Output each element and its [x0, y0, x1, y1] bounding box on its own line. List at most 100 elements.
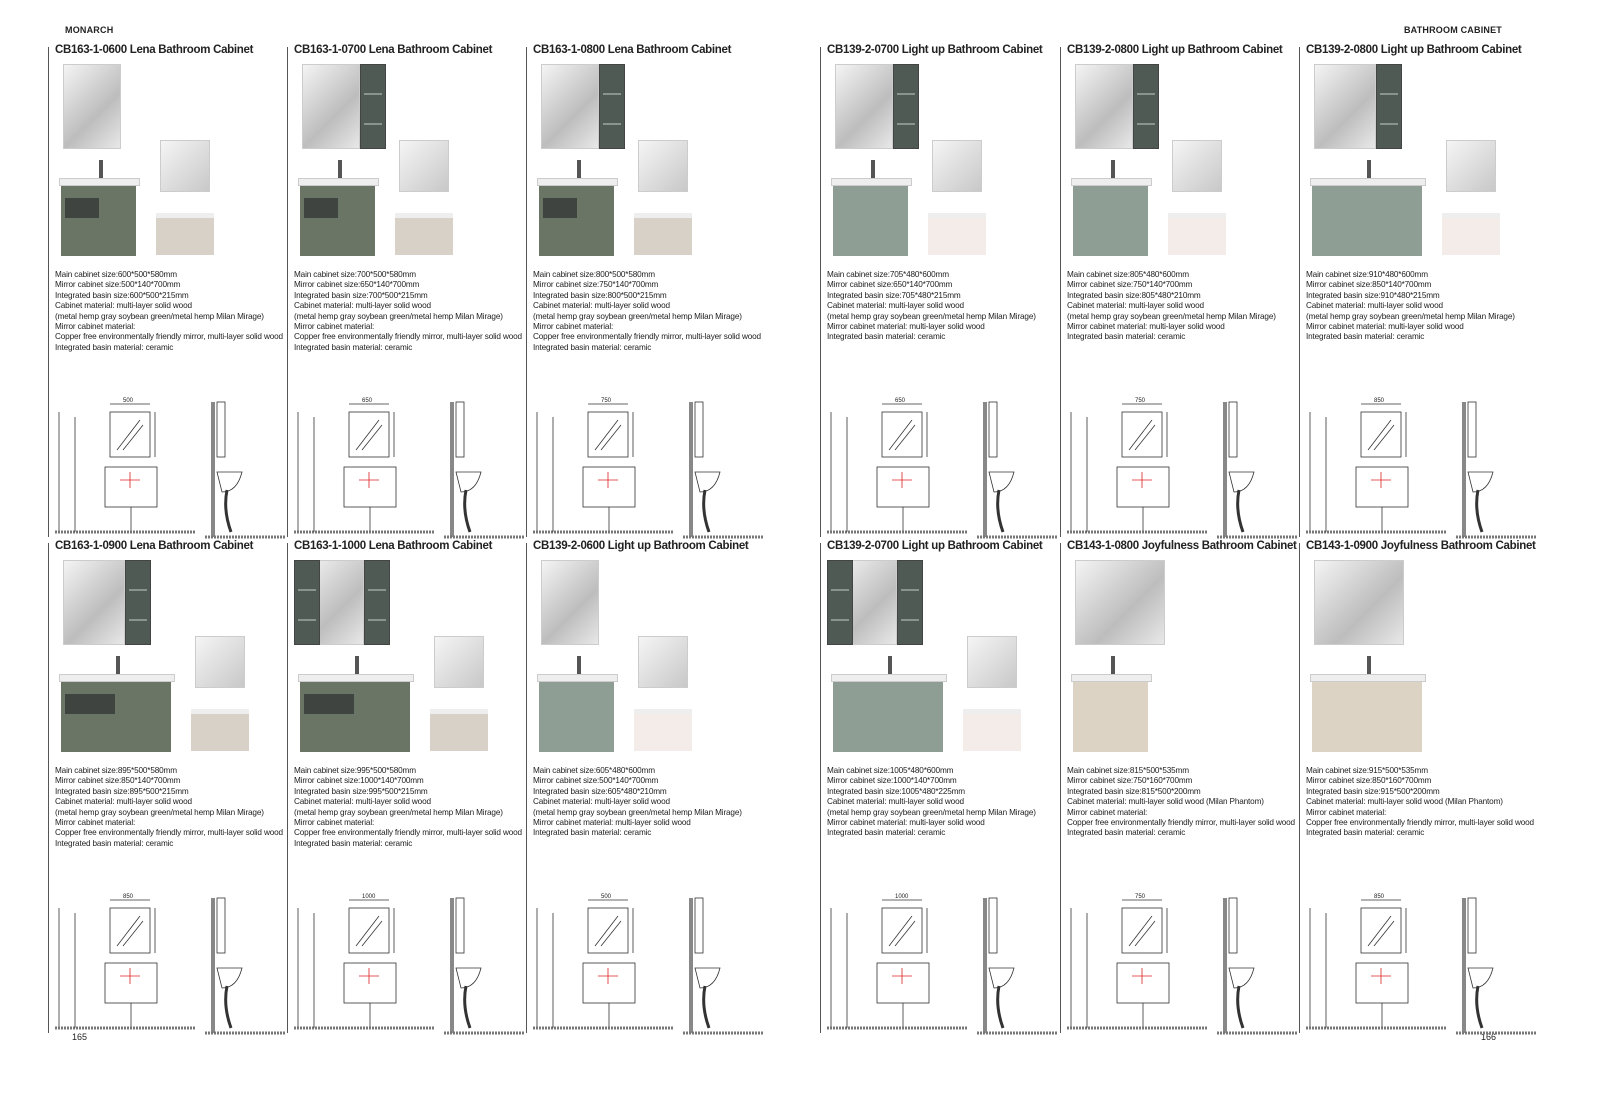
mirror-shelf-image — [1133, 64, 1159, 149]
product-photo — [533, 60, 765, 260]
spec-line: Mirror cabinet material: — [294, 818, 375, 828]
spec-line: Mirror cabinet material: — [55, 322, 136, 332]
alt-color-image — [156, 140, 214, 255]
spec-line: (metal hemp gray soybean green/metal hem… — [827, 807, 1036, 817]
mirror-shelf-image — [897, 560, 923, 645]
basin-image — [298, 178, 379, 186]
basin-image — [1071, 178, 1152, 186]
mirror-cabinet-image — [1314, 560, 1404, 645]
vanity-cabinet-image — [1073, 682, 1148, 752]
spec-line: Mirror cabinet material: — [1067, 807, 1148, 817]
product-photo — [294, 60, 526, 260]
spec-line: Main cabinet size:805*480*600mm — [1067, 270, 1189, 279]
mirror-cabinet-image — [302, 64, 360, 149]
mirror-shelf-image — [125, 560, 151, 645]
mirror-shelf-image — [893, 64, 919, 149]
spec-line: Mirror cabinet size:650*140*700mm — [827, 280, 953, 290]
basin-image — [831, 674, 947, 682]
product-title: CB139-2-0700 Light up Bathroom Cabinet — [827, 44, 1043, 56]
faucet-image — [1367, 160, 1371, 180]
spec-line: Integrated basin material: ceramic — [55, 838, 174, 848]
dimension-label: 850 — [1374, 398, 1385, 404]
vanity-cabinet-image — [1073, 186, 1148, 256]
spec-line: Mirror cabinet size:850*140*700mm — [55, 776, 181, 786]
technical-drawing: 650 — [827, 398, 1057, 539]
product-photo — [55, 556, 287, 756]
faucet-image — [1110, 656, 1115, 676]
alt-color-image — [928, 140, 986, 255]
vanity-cabinet-image — [61, 186, 136, 256]
brand-header: MONARCH — [65, 25, 114, 35]
spec-line: Main cabinet size:700*500*580mm — [294, 270, 416, 279]
basin-image — [537, 178, 618, 186]
spec-line: Cabinet material: multi-layer solid wood — [533, 301, 670, 311]
product-photo — [55, 60, 287, 260]
faucet-image — [116, 656, 120, 676]
spec-line: Copper free environmentally friendly mir… — [294, 828, 522, 838]
dimension-label: 750 — [601, 398, 612, 404]
technical-drawing: 500 — [533, 894, 763, 1035]
alt-color-image — [430, 636, 488, 751]
technical-drawing: 500 — [55, 398, 285, 539]
technical-drawing: 750 — [1067, 894, 1297, 1035]
spec-line: (metal hemp gray soybean green/metal hem… — [827, 311, 1036, 321]
product-card: CB163-1-1000 Lena Bathroom Cabinet Main … — [287, 540, 526, 1035]
technical-drawing: 650 — [294, 398, 524, 539]
product-title: CB139-2-0600 Light up Bathroom Cabinet — [533, 540, 749, 552]
spec-line: Mirror cabinet material: — [533, 322, 614, 332]
faucet-image — [1110, 160, 1115, 180]
basin-image — [59, 178, 140, 186]
faucet-image — [337, 160, 342, 180]
mirror-shelf-image — [599, 64, 625, 149]
product-photo — [294, 556, 526, 756]
product-title: CB139-2-0800 Light up Bathroom Cabinet — [1306, 44, 1522, 56]
alt-color-image — [634, 636, 692, 751]
spec-line: Mirror cabinet size:500*140*700mm — [55, 280, 181, 290]
product-card: CB139-2-0800 Light up Bathroom Cabinet M… — [1060, 44, 1299, 539]
spec-line: Copper free environmentally friendly mir… — [294, 332, 522, 342]
spec-line: Cabinet material: multi-layer solid wood… — [1067, 797, 1264, 807]
spec-line: (metal hemp gray soybean green/metal hem… — [294, 311, 503, 321]
spec-line: Cabinet material: multi-layer solid wood — [55, 797, 192, 807]
vanity-cabinet-image — [1312, 682, 1422, 752]
mirror-shelf-image — [364, 560, 390, 645]
product-card: CB143-1-0900 Joyfulness Bathroom Cabinet… — [1299, 540, 1538, 1035]
faucet-image — [888, 656, 892, 676]
faucet-image — [1367, 656, 1371, 676]
spec-line: Cabinet material: multi-layer solid wood — [1067, 301, 1204, 311]
product-title: CB163-1-0900 Lena Bathroom Cabinet — [55, 540, 254, 552]
product-title: CB163-1-0700 Lena Bathroom Cabinet — [294, 44, 493, 56]
dimension-label: 750 — [1135, 398, 1146, 404]
alt-color-image — [191, 636, 249, 751]
vanity-cabinet-image — [539, 186, 614, 256]
technical-drawing: 1000 — [294, 894, 524, 1035]
faucet-image — [98, 160, 103, 180]
page-number-left: 165 — [72, 1032, 88, 1042]
vanity-cabinet-image — [300, 682, 410, 752]
spec-line: Mirror cabinet size:500*140*700mm — [533, 776, 659, 786]
spec-line: Cabinet material: multi-layer solid wood — [294, 301, 431, 311]
spec-line: Mirror cabinet material: — [294, 322, 375, 332]
spec-line: Integrated basin material: ceramic — [533, 828, 652, 838]
spec-line: Integrated basin material: ceramic — [533, 342, 652, 352]
vanity-cabinet-image — [61, 682, 171, 752]
product-photo — [1067, 60, 1299, 260]
spec-line: Main cabinet size:895*500*580mm — [55, 766, 177, 775]
basin-image — [1071, 674, 1152, 682]
spec-line: Integrated basin material: ceramic — [1306, 828, 1425, 838]
product-title: CB163-1-0600 Lena Bathroom Cabinet — [55, 44, 254, 56]
page-number-right: 166 — [1481, 1032, 1497, 1042]
product-title: CB163-1-0800 Lena Bathroom Cabinet — [533, 44, 732, 56]
technical-drawing: 750 — [533, 398, 763, 539]
spec-line: Integrated basin size:915*500*200mm — [1306, 786, 1440, 796]
spec-line: Mirror cabinet size:850*140*700mm — [1306, 280, 1432, 290]
faucet-image — [355, 656, 359, 676]
spec-line: Mirror cabinet material: multi-layer sol… — [827, 322, 985, 332]
